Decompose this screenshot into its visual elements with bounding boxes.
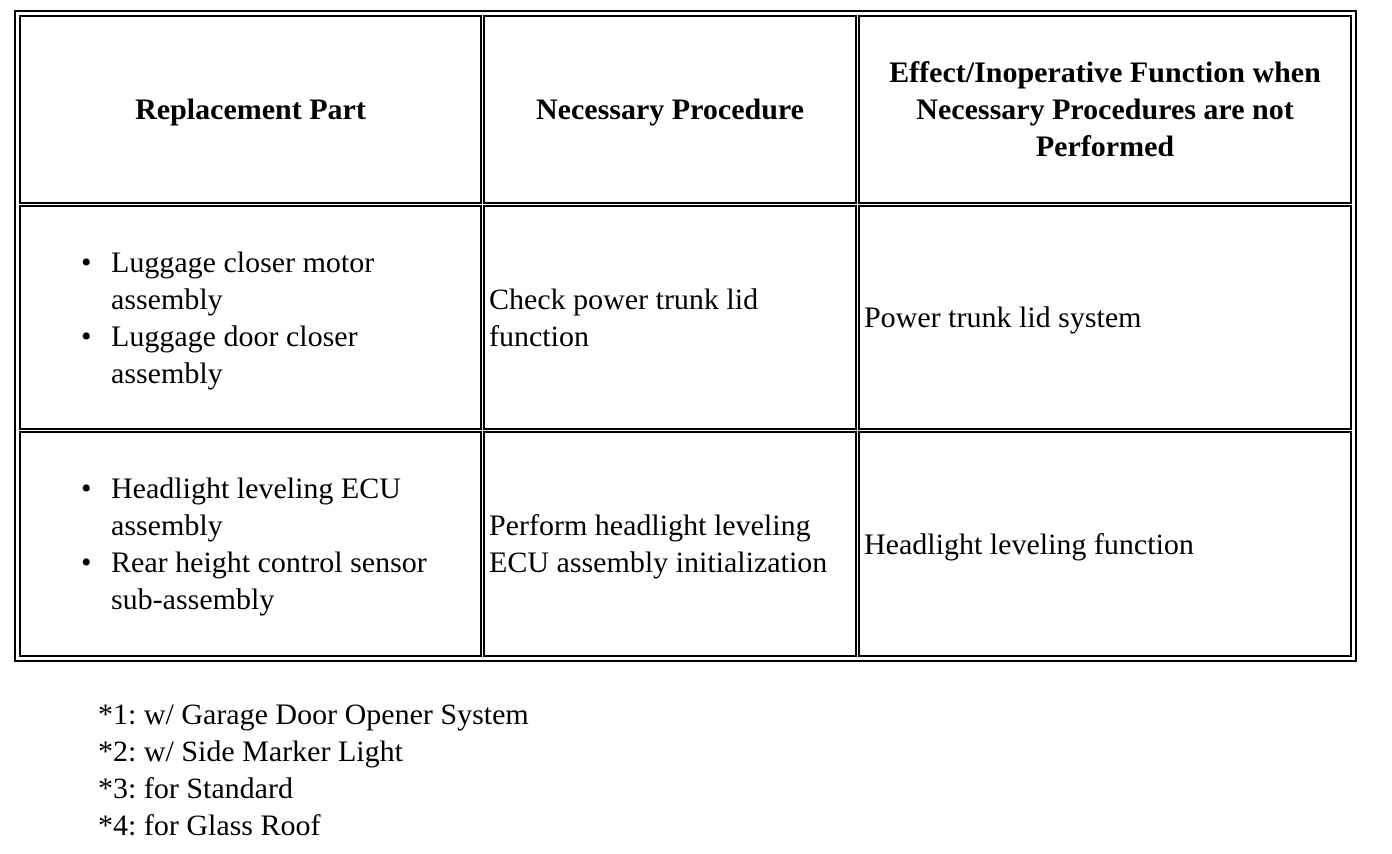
list-item: Headlight leveling ECU assembly [81,470,476,544]
table-row-1-procedure: Check power trunk lid function [483,205,857,430]
footnote-1: *1: w/ Garage Door Opener System [98,698,529,731]
table-row-2-procedure: Perform headlight leveling ECU assembly … [483,431,857,657]
parts-list: Headlight leveling ECU assembly Rear hei… [25,470,476,618]
table-row-1-effect: Power trunk lid system [858,205,1352,430]
header-effect-inoperative-function: Effect/Inoperative Function when Necessa… [858,15,1352,204]
table-row-1-parts: Luggage closer motor assembly Luggage do… [19,205,482,430]
footnotes: *1: w/ Garage Door Opener System *2: w/ … [98,696,529,844]
parts-list: Luggage closer motor assembly Luggage do… [25,244,476,392]
header-replacement-part: Replacement Part [19,15,482,204]
footnote-4: *4: for Glass Roof [98,809,321,842]
footnote-2: *2: w/ Side Marker Light [98,735,403,768]
footnote-3: *3: for Standard [98,772,293,805]
list-item: Rear height control sensor sub-assembly [81,544,476,618]
replacement-table [14,10,1357,662]
table-row-2-parts: Headlight leveling ECU assembly Rear hei… [19,431,482,657]
header-necessary-procedure: Necessary Procedure [483,15,857,204]
table-row-2-effect: Headlight leveling function [858,431,1352,657]
list-item: Luggage door closer assembly [81,318,476,392]
list-item: Luggage closer motor assembly [81,244,476,318]
